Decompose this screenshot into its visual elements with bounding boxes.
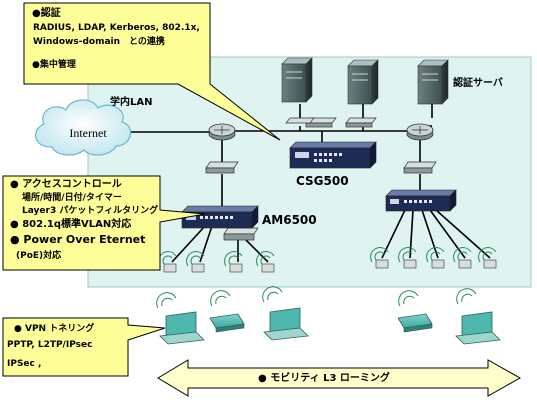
switch-icon: [403, 161, 437, 174]
wireless-controller-icon: [385, 189, 457, 212]
am-appliance-icon: [181, 205, 259, 229]
campus-lan-label: 学内LAN: [110, 95, 152, 108]
access-callout: [2, 175, 206, 271]
roaming-label: ● モビリティ L3 ローミング: [258, 371, 390, 384]
access-point-icon: [256, 251, 275, 273]
vpn-protocols: PPTP, L2TP/IPsec: [7, 340, 93, 350]
auth-bullet: ●認証: [32, 8, 61, 19]
csg-label: CSG500: [296, 174, 349, 188]
access-point-icon: [224, 251, 243, 273]
server-icon: [417, 59, 449, 105]
vpn-callout: [2, 317, 166, 377]
access-point-icon: [478, 247, 497, 269]
vpn-ipsec: IPSec ,: [7, 359, 42, 369]
switch-icon: [223, 227, 259, 241]
auth-server-label: 認証サーバ: [453, 76, 503, 89]
am-label: AM6500: [262, 213, 317, 227]
csg-appliance-icon: [289, 141, 377, 169]
vlan-bullet: ● 802.1q標準VLAN対応: [10, 219, 132, 230]
central-management-bullet: ●集中管理: [32, 60, 76, 70]
access-point-icon: [186, 251, 205, 273]
router-icon: [406, 123, 434, 141]
switch-icon: [305, 117, 337, 128]
vpn-tunneling: ● VPN トネリング: [14, 324, 95, 334]
laptop-icon: [262, 286, 309, 341]
router-icon: [208, 123, 236, 141]
poe-support: (PoE)対応: [16, 251, 62, 261]
auth-protocols-line2: Windows-domain との連携: [33, 37, 165, 47]
server-icon: [281, 57, 313, 103]
access-control-line2: 場所/時間/日付/タイマー: [22, 193, 122, 203]
auth-protocols-line1: RADIUS, LDAP, Kerberos, 802.1x,: [33, 23, 200, 33]
pda-icon: [209, 290, 245, 333]
switch-icon: [345, 117, 377, 128]
access-point-icon: [426, 247, 445, 269]
roaming-arrow: [157, 359, 522, 397]
access-point-icon: [398, 247, 417, 269]
internet-cloud-icon: [35, 99, 132, 156]
switch-icon: [205, 161, 239, 174]
laptop-icon: [156, 292, 205, 345]
access-control-title: ● アクセスコントロール: [10, 179, 122, 190]
access-control-line3: Layer3 パケットフィルタリング: [22, 206, 159, 216]
poe-bullet: ● Power Over Eternet: [10, 233, 146, 246]
pda-icon: [397, 290, 433, 333]
internet-label: Internet: [69, 126, 107, 140]
access-point-icon: [370, 247, 389, 269]
laptop-icon: [455, 288, 501, 345]
server-icon: [347, 59, 379, 105]
access-point-icon: [453, 247, 472, 269]
switch-icon: [285, 117, 315, 124]
